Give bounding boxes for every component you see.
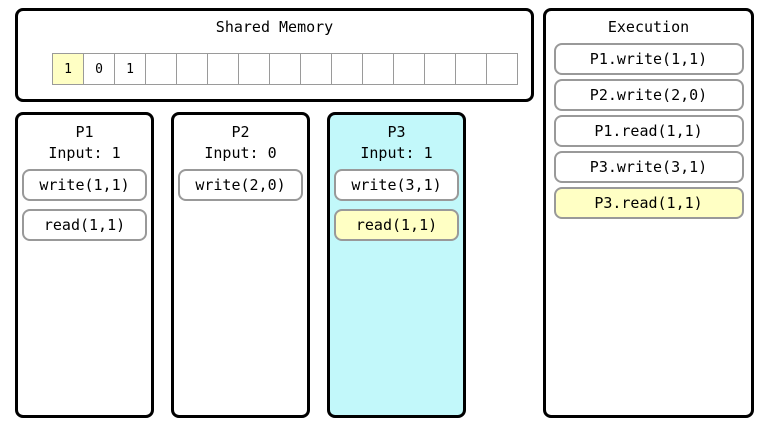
shared-memory-panel: Shared Memory 1 0 1 <box>15 8 534 102</box>
memory-cell <box>486 53 518 85</box>
process-input: Input: 1 <box>360 144 433 162</box>
memory-cell <box>300 53 332 85</box>
memory-cell <box>393 53 425 85</box>
process-name: P3 <box>387 123 406 141</box>
memory-cell <box>269 53 301 85</box>
shared-memory-title: Shared Memory <box>215 18 334 36</box>
process-name: P1 <box>75 123 94 141</box>
memory-cell: 1 <box>114 53 146 85</box>
memory-cell <box>362 53 394 85</box>
memory-cell: 0 <box>83 53 115 85</box>
execution-item: P2.write(2,0) <box>553 79 744 111</box>
process-input: Input: 1 <box>48 144 121 162</box>
memory-cell: 1 <box>52 53 84 85</box>
memory-cell <box>238 53 270 85</box>
memory-cell <box>455 53 487 85</box>
execution-panel: Execution P1.write(1,1) P2.write(2,0) P1… <box>543 8 754 418</box>
op-button-active[interactable]: read(1,1) <box>334 209 459 241</box>
memory-cell <box>207 53 239 85</box>
memory-cell <box>145 53 177 85</box>
op-button[interactable]: write(3,1) <box>334 169 459 201</box>
process-panel-p1: P1 Input: 1 write(1,1) read(1,1) <box>15 112 154 418</box>
execution-title: Execution <box>607 18 690 36</box>
op-button[interactable]: read(1,1) <box>22 209 147 241</box>
process-name: P2 <box>231 123 250 141</box>
execution-item: P1.write(1,1) <box>553 43 744 75</box>
memory-cell <box>176 53 208 85</box>
op-button[interactable]: write(2,0) <box>178 169 303 201</box>
process-panel-p2: P2 Input: 0 write(2,0) <box>171 112 310 418</box>
execution-item: P1.read(1,1) <box>553 115 744 147</box>
op-button[interactable]: write(1,1) <box>22 169 147 201</box>
execution-item-active: P3.read(1,1) <box>553 187 744 219</box>
memory-cells: 1 0 1 <box>52 53 518 85</box>
execution-item: P3.write(3,1) <box>553 151 744 183</box>
execution-list: P1.write(1,1) P2.write(2,0) P1.read(1,1)… <box>546 43 751 223</box>
memory-cell <box>331 53 363 85</box>
process-panel-p3: P3 Input: 1 write(3,1) read(1,1) <box>327 112 466 418</box>
memory-cell <box>424 53 456 85</box>
process-input: Input: 0 <box>204 144 277 162</box>
